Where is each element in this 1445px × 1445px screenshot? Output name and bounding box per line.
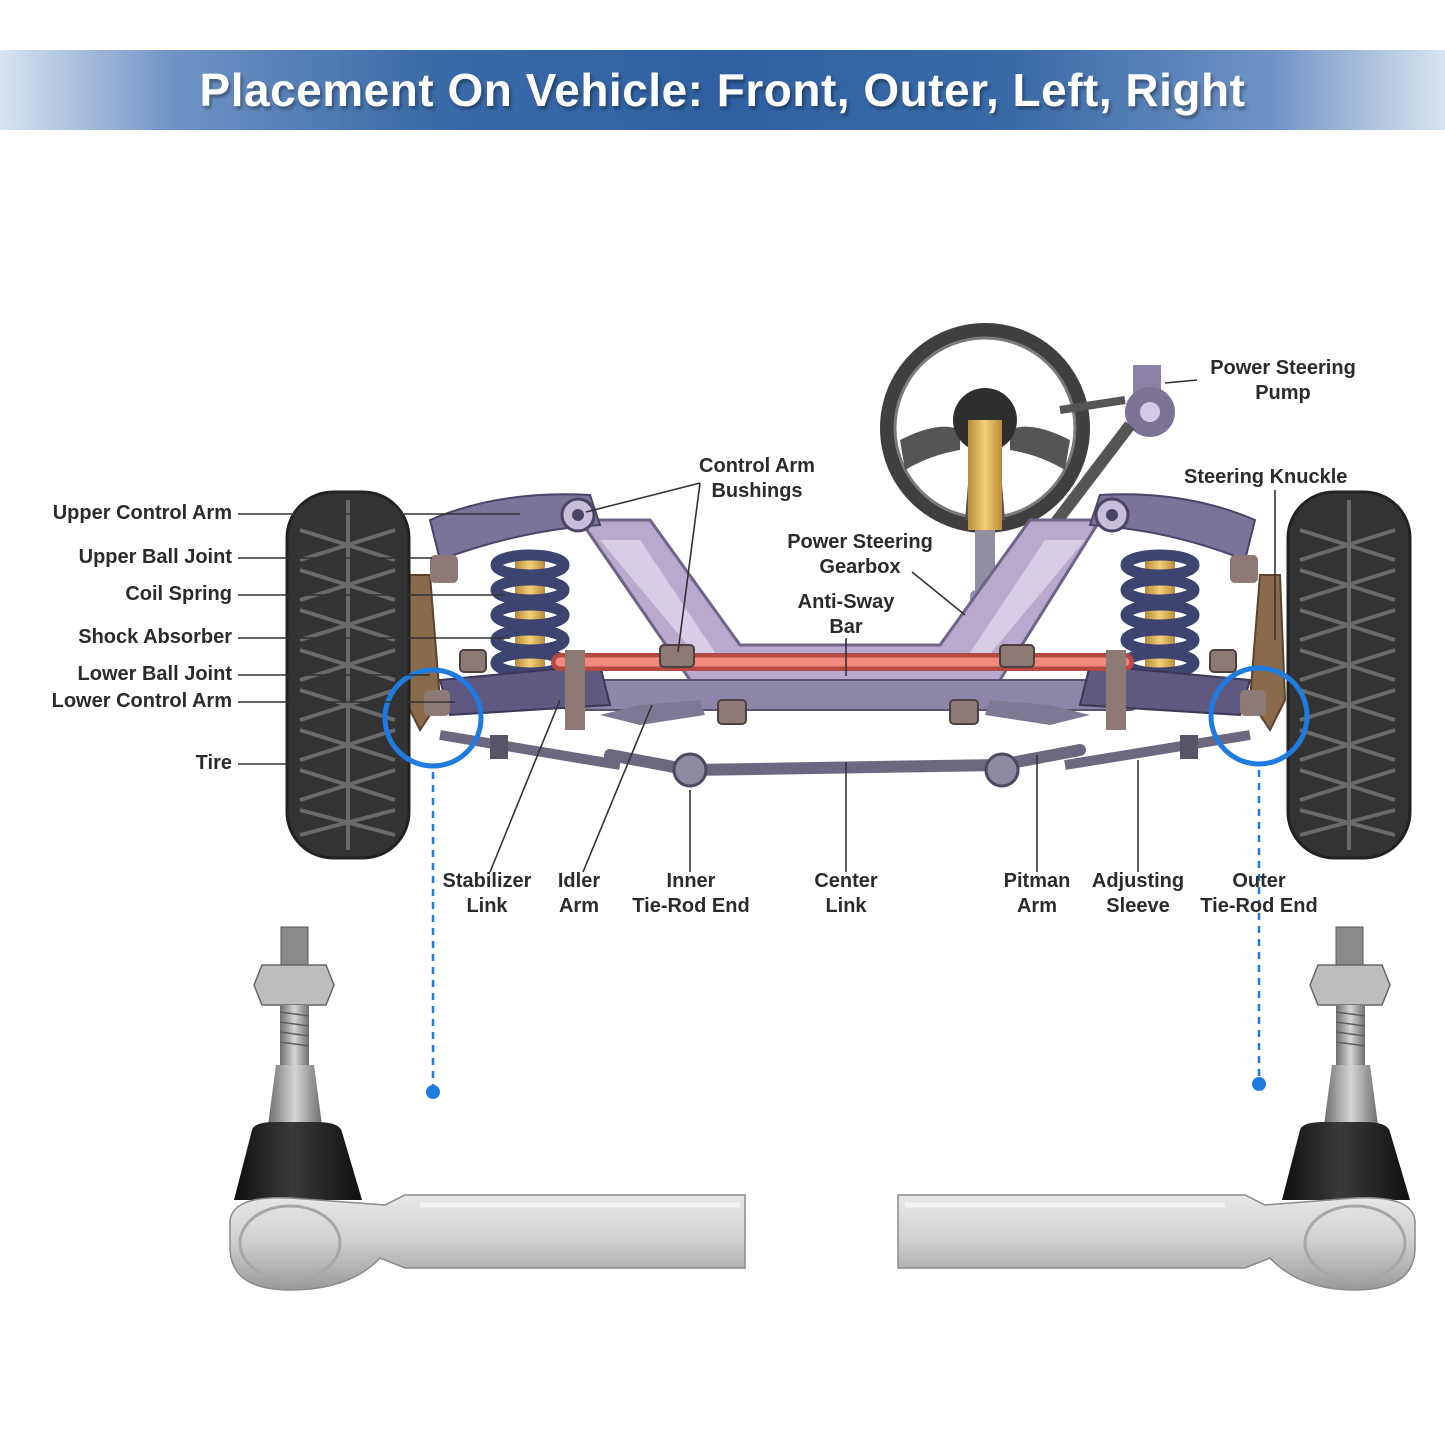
center-link (604, 744, 1086, 777)
label-lower-ball-joint: Lower Ball Joint (77, 663, 232, 685)
label-idler-arm-line2: Arm (558, 895, 599, 917)
title-banner: Placement On Vehicle: Front, Outer, Left… (0, 50, 1445, 130)
label-outer-tie-rod-end-line1: Outer (1232, 870, 1286, 892)
label-steering-knuckle: Steering Knuckle (1184, 466, 1348, 488)
label-center-link-line1: Center (814, 870, 878, 892)
label-power-steering-pump-line1: Power Steering (1210, 357, 1356, 379)
label-control-arm-bushings-line1: Control Arm (699, 455, 815, 477)
label-pitman-arm-line2: Arm (1016, 895, 1057, 917)
label-adjusting-sleeve-line1: Adjusting (1091, 870, 1185, 892)
highlight-right (1208, 665, 1310, 1091)
label-power-steering-pump: Power Steering Pump (1193, 356, 1373, 406)
label-inner-tie-rod-end: Inner Tie-Rod End (620, 869, 762, 919)
label-stabilizer-link-line2: Link (466, 895, 508, 917)
outer-tie-rod-end-right (897, 926, 1416, 1291)
banner-title: Placement On Vehicle: Front, Outer, Left… (199, 64, 1246, 116)
frame-bolts (459, 644, 1237, 725)
label-lower-control-arm: Lower Control Arm (51, 690, 232, 712)
label-control-arm-bushings: Control Arm Bushings (672, 454, 842, 504)
label-idler-arm-line1: Idler (557, 870, 601, 892)
label-anti-sway-bar-line1: Anti-Sway (797, 591, 895, 613)
label-pitman-arm: Pitman Arm (992, 869, 1082, 919)
tire-right (1286, 490, 1412, 860)
label-outer-tie-rod-end-line2: Tie-Rod End (1200, 895, 1318, 917)
upper-control-arm-left (428, 493, 602, 562)
label-inner-tie-rod-end-line1: Inner (666, 870, 716, 892)
label-control-arm-bushings-line2: Bushings (711, 480, 803, 502)
label-anti-sway-bar: Anti-Sway Bar (776, 590, 916, 640)
label-center-link-line2: Link (825, 895, 867, 917)
coil-spring-right (1120, 549, 1200, 679)
label-upper-ball-joint: Upper Ball Joint (78, 546, 232, 568)
label-center-link: Center Link (796, 869, 896, 919)
label-power-steering-gearbox-line2: Gearbox (819, 556, 901, 578)
label-pitman-arm-line1: Pitman (1003, 870, 1071, 892)
label-coil-spring: Coil Spring (125, 583, 232, 605)
label-upper-control-arm: Upper Control Arm (52, 502, 232, 524)
label-tire: Tire (195, 752, 232, 774)
label-power-steering-pump-line2: Pump (1255, 382, 1311, 404)
label-stabilizer-link: Stabilizer Link (432, 869, 542, 919)
leader-lines (238, 379, 1276, 873)
steering-knuckle-right (1230, 555, 1287, 732)
label-outer-tie-rod-end: Outer Tie-Rod End (1188, 869, 1330, 919)
label-power-steering-gearbox-line1: Power Steering (787, 531, 933, 553)
upper-control-arm-right (1088, 493, 1257, 562)
label-adjusting-sleeve: Adjusting Sleeve (1083, 869, 1193, 919)
label-shock-absorber: Shock Absorber (78, 626, 232, 648)
power-steering-pump (1045, 365, 1175, 534)
label-adjusting-sleeve-line2: Sleeve (1106, 895, 1170, 917)
label-inner-tie-rod-end-line2: Tie-Rod End (632, 895, 750, 917)
label-power-steering-gearbox: Power Steering Gearbox (770, 530, 950, 580)
label-idler-arm: Idler Arm (544, 869, 614, 919)
outer-tie-rod-end-left (229, 926, 746, 1291)
label-stabilizer-link-line1: Stabilizer (442, 870, 532, 892)
label-anti-sway-bar-line2: Bar (829, 616, 863, 638)
highlight-left (382, 667, 484, 1099)
